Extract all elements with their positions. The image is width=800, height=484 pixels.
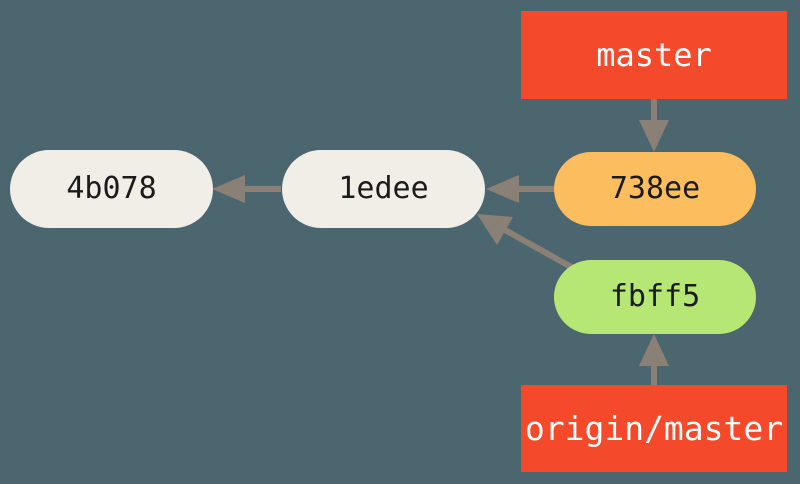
edge-1edee-to-4b078: [212, 175, 281, 203]
edge-origin-master-to-fbff5: [639, 334, 669, 385]
commit-label: fbff5: [609, 279, 701, 314]
branch-label-origin-master[interactable]: origin/master: [521, 385, 787, 472]
edge-738ee-to-1edee: [486, 175, 554, 203]
commit-label: 738ee: [609, 171, 701, 206]
commit-node-1edee[interactable]: 1edee: [282, 150, 485, 228]
commit-label: 1edee: [338, 171, 429, 206]
branch-label-text: origin/master: [524, 409, 784, 448]
edge-master-to-738ee: [639, 99, 669, 152]
commit-node-4b078[interactable]: 4b078: [10, 150, 213, 228]
branch-label-text: master: [596, 36, 712, 74]
edge-fbff5-to-1edee: [477, 214, 575, 271]
commit-node-738ee[interactable]: 738ee: [554, 152, 756, 226]
branch-label-master[interactable]: master: [521, 11, 787, 99]
commit-node-fbff5[interactable]: fbff5: [554, 260, 756, 334]
commit-label: 4b078: [66, 171, 157, 206]
